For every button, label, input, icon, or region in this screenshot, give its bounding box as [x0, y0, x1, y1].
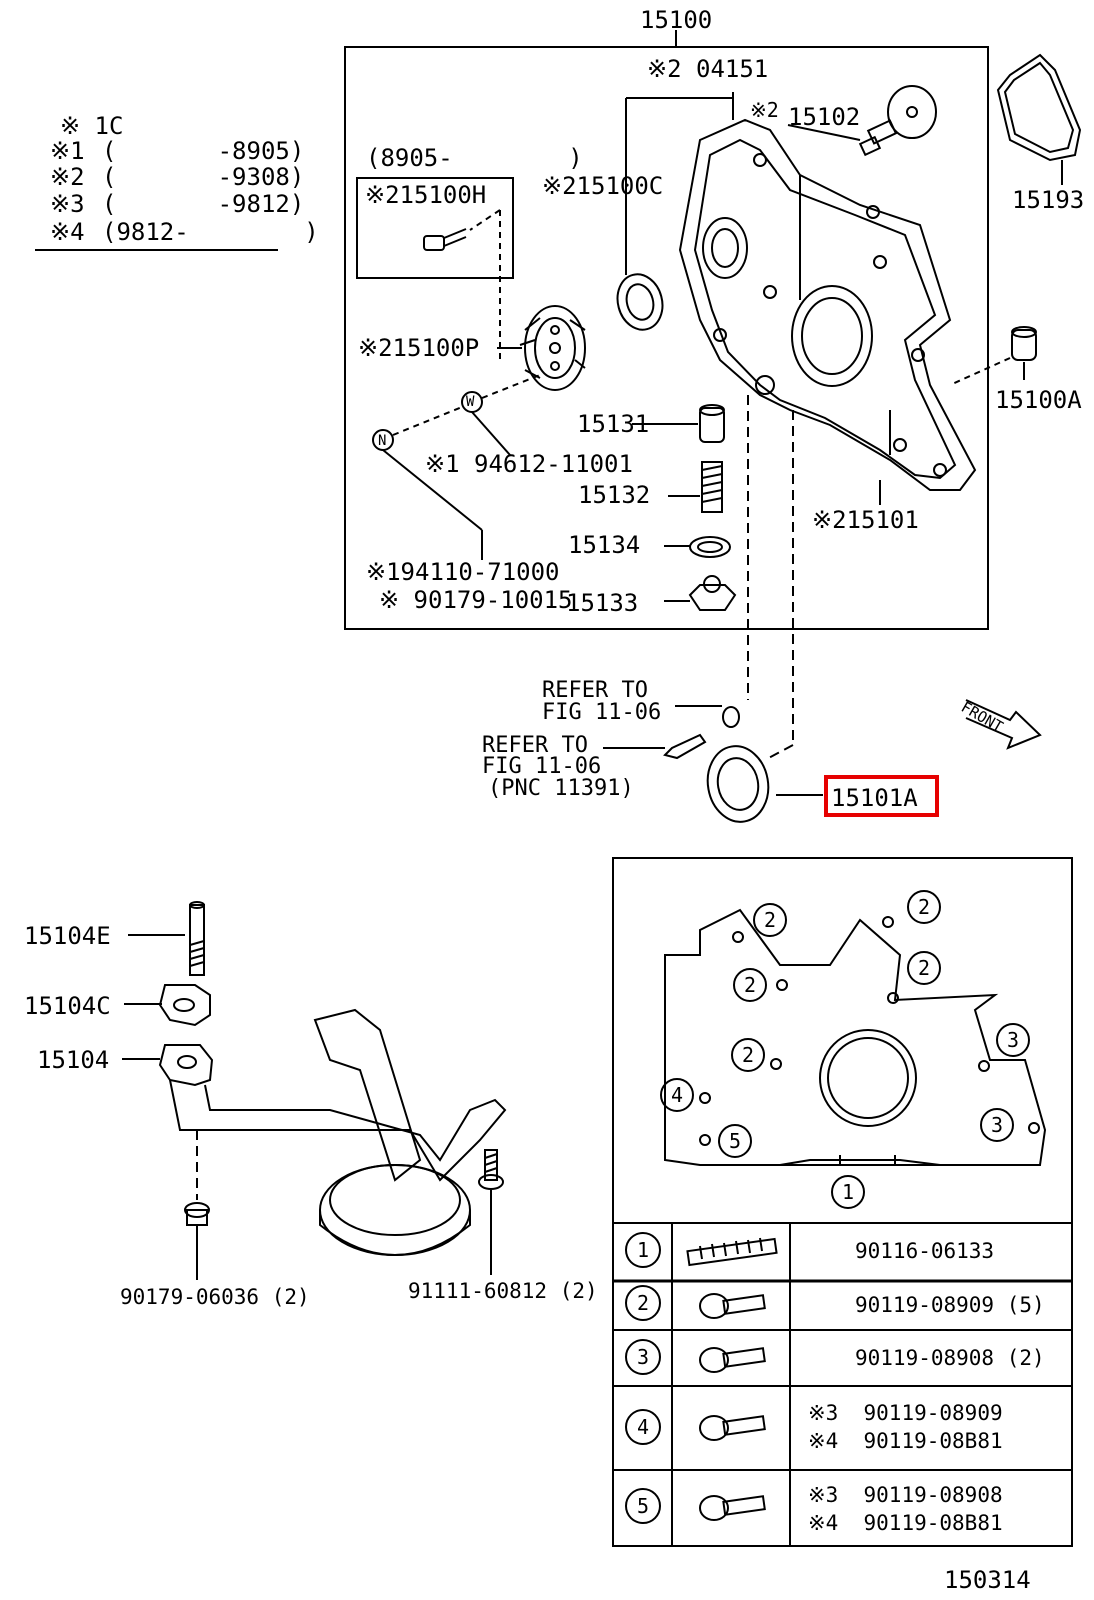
small-pin: [663, 733, 707, 760]
table-part-4a: ※3 90119-08909: [808, 1401, 1003, 1425]
callout-15104C: 15104C: [24, 992, 111, 1020]
legend-mark-3: ※3: [50, 190, 85, 218]
callout-90179-06036: 90179-06036 (2): [120, 1285, 310, 1309]
pos-1: 2: [764, 908, 776, 932]
legend-range-4: (9812- ): [102, 218, 319, 246]
callout-15100P: ※215100P: [358, 334, 479, 362]
table-num-5: 5: [637, 1494, 649, 1518]
pos-4: 2: [744, 973, 756, 997]
plunger-15131: [699, 404, 725, 443]
highlight-box-15101A: [824, 775, 939, 817]
strainer-15104: [158, 1008, 507, 1256]
bolt-icon-1: [686, 1237, 778, 1267]
washer-15134: [689, 536, 731, 558]
legend-mark-4: ※4: [50, 218, 85, 246]
callout-15193: 15193: [1012, 186, 1084, 214]
table-num-3: 3: [637, 1345, 649, 1369]
gear-15100P: [519, 305, 586, 391]
refer2-line2: FIG 11-06: [482, 754, 601, 779]
assembly-frame: [344, 46, 989, 630]
pos-3: 2: [918, 956, 930, 980]
callout-15100A: 15100A: [995, 386, 1082, 414]
callout-15133: 15133: [566, 589, 638, 617]
rotor-15102: [858, 85, 937, 157]
callout-15100C: ※215100C: [542, 172, 663, 200]
refer2-line3: (PNC 11391): [488, 776, 634, 801]
table-part-3: 90119-08908 (2): [855, 1346, 1045, 1370]
bolt-91111-60812: [478, 1149, 504, 1190]
table-part-5a: ※3 90119-08908: [808, 1483, 1003, 1507]
legend-range-3: ( -9812): [102, 190, 304, 218]
front-label: FRONT: [958, 698, 1006, 736]
table-circles: [625, 1232, 661, 1524]
refer1-line2: FIG 11-06: [542, 700, 661, 725]
oil-pump-body: [678, 118, 977, 491]
refer2-line1: REFER TO: [482, 733, 588, 758]
callout-15102: 15102: [788, 103, 860, 131]
callout-94110: ※194110-71000: [366, 558, 560, 586]
plug-15133: [688, 575, 737, 611]
legend-range-1: ( -8905): [102, 137, 304, 165]
callout-15134: 15134: [568, 531, 640, 559]
pos-7: 4: [671, 1083, 683, 1107]
bolt-table-frame: [612, 857, 1073, 1547]
bolt-icon-2: [699, 1293, 766, 1319]
bolt-icon-3: [699, 1347, 766, 1373]
callout-94612: ※1 94612-11001: [425, 450, 633, 478]
table-part-2: 90119-08909 (5): [855, 1293, 1045, 1317]
pos-6: 3: [1007, 1028, 1019, 1052]
small-seal: [722, 706, 740, 728]
callout-15104: 15104: [37, 1046, 109, 1074]
variant-range-label: (8905- ): [366, 144, 583, 172]
variant-part: ※215100H: [365, 181, 486, 209]
table-part-1: 90116-06133: [855, 1239, 994, 1263]
bolt-icon-4: [699, 1415, 766, 1441]
bolt-icon-5: [699, 1495, 766, 1521]
stud-15104E: [189, 901, 205, 976]
pos-5: 2: [742, 1043, 754, 1067]
callout-15104E: 15104E: [24, 922, 111, 950]
legend-range-2: ( -9308): [102, 163, 304, 191]
pos-10: 1: [842, 1180, 854, 1204]
callout-15132: 15132: [578, 481, 650, 509]
callout-15101A-highlighted[interactable]: 15101A: [831, 784, 918, 812]
callout-15101: ※215101: [812, 506, 919, 534]
marker-n-label: N: [378, 433, 386, 449]
front-arrow-icon: [965, 699, 1042, 750]
pos-9: 5: [729, 1129, 741, 1153]
legend-title: ※ 1C: [60, 112, 123, 140]
assembly-number: 15100: [640, 6, 712, 34]
variant-box: [356, 177, 514, 279]
table-part-4b: ※4 90119-08B81: [808, 1429, 1003, 1453]
refer1-line1: REFER TO: [542, 678, 648, 703]
table-num-4: 4: [637, 1415, 649, 1439]
callout-91111-60812: 91111-60812 (2): [408, 1279, 598, 1303]
marker-w-label: W: [466, 394, 475, 410]
nut-90179-06036: [184, 1202, 210, 1226]
position-circles: [660, 890, 1030, 1209]
pos-8: 3: [991, 1113, 1003, 1137]
screw-15100H-icon: [423, 228, 467, 251]
gasket-15104C: [158, 984, 211, 1027]
table-part-5b: ※4 90119-08B81: [808, 1511, 1003, 1535]
gasket-15193: [996, 53, 1082, 162]
spring-15132: [701, 461, 723, 513]
pos-2: 2: [918, 895, 930, 919]
pin-15100A: [1011, 326, 1037, 361]
oil-seal-15101A: [706, 745, 770, 823]
diagram-code: 150314: [944, 1566, 1031, 1594]
legend-mark-2: ※2: [50, 163, 85, 191]
table-num-1: 1: [637, 1238, 649, 1262]
callout-15131: 15131: [577, 410, 649, 438]
bolt-position-drawing: [664, 908, 1047, 1166]
table-num-2: 2: [637, 1291, 649, 1315]
callout-90179-10015: ※ 90179-10015: [379, 586, 573, 614]
legend-mark-1: ※1: [50, 137, 85, 165]
callout-15102-mark: ※2: [750, 98, 779, 122]
callout-04151: ※2 04151: [647, 55, 768, 83]
seal-15100C: [616, 273, 664, 331]
